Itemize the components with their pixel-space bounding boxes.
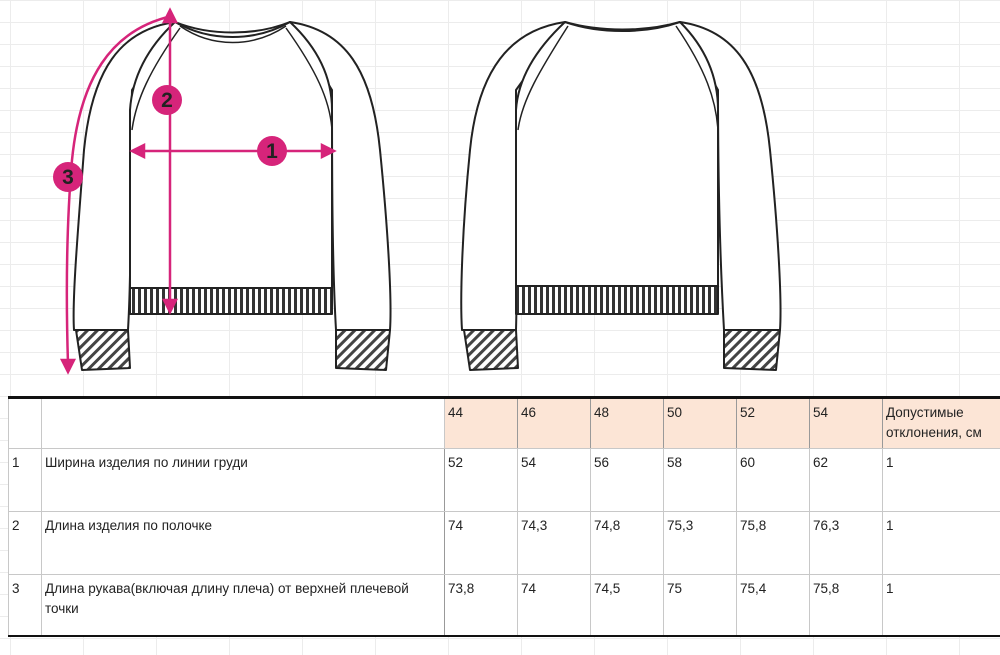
- row-value: 56: [590, 447, 664, 512]
- row-description: Длина изделия по полочке: [41, 510, 445, 575]
- badge-1-label: 1: [266, 140, 278, 163]
- row-number: 2: [8, 510, 42, 575]
- back-raglan-left: [517, 25, 569, 131]
- measure-line-3: [65, 14, 173, 365]
- row-value: 76,3: [809, 510, 883, 575]
- header-size-54: 54: [809, 396, 883, 449]
- row-value: 75,8: [809, 573, 883, 637]
- row-number: 1: [8, 447, 42, 512]
- sweatshirt-drawing: 1 2 3: [53, 7, 782, 375]
- row-value: 52: [444, 447, 518, 512]
- front-neck: [174, 21, 291, 38]
- row-value: 75,8: [736, 510, 810, 575]
- back-body: [515, 21, 719, 287]
- row-description: Ширина изделия по линии груди: [41, 447, 445, 512]
- table-header-row: 44 46 48 50 52 54 Допустимые отклонения,…: [8, 396, 1000, 449]
- sweatshirt-illustration: 1 2 3: [53, 7, 782, 375]
- header-size-50: 50: [663, 396, 737, 449]
- header-tolerance: Допустимые отклонения, см: [882, 396, 1000, 449]
- row-value: 74,3: [517, 510, 591, 575]
- arrow-head-3: [59, 358, 77, 375]
- back-raglan-right: [675, 25, 719, 131]
- back-left-cuff: [463, 329, 519, 371]
- arrow-head-1a: [129, 142, 146, 160]
- back-neck: [564, 21, 681, 32]
- table-row: 2 Длина изделия по полочке 74 74,3 74,8 …: [8, 510, 1000, 575]
- row-number: 3: [8, 573, 42, 637]
- row-value: 74,5: [590, 573, 664, 637]
- row-value: 62: [809, 447, 883, 512]
- header-size-44: 44: [444, 396, 518, 449]
- back-view: [460, 21, 782, 371]
- header-size-46: 46: [517, 396, 591, 449]
- row-value: 75,4: [736, 573, 810, 637]
- size-chart-table: 44 46 48 50 52 54 Допустимые отклонения,…: [8, 396, 1000, 637]
- header-size-52: 52: [736, 396, 810, 449]
- back-right-cuff: [723, 329, 781, 371]
- row-value: 75,3: [663, 510, 737, 575]
- row-tolerance: 1: [882, 573, 1000, 637]
- row-value: 75: [663, 573, 737, 637]
- front-neck-inner: [179, 25, 287, 44]
- badge-1: 1: [257, 136, 287, 166]
- table-row: 3 Длина рукава(включая длину плеча) от в…: [8, 573, 1000, 637]
- front-waistband: [129, 287, 333, 315]
- front-raglan-right: [285, 27, 333, 131]
- table-row: 1 Ширина изделия по линии груди 52 54 56…: [8, 447, 1000, 512]
- badge-3-label: 3: [62, 166, 74, 189]
- badge-2-label: 2: [161, 89, 173, 112]
- table-body: 44 46 48 50 52 54 Допустимые отклонения,…: [8, 396, 1000, 637]
- row-value: 74,8: [590, 510, 664, 575]
- arrow-head-2b: [161, 298, 179, 315]
- front-view: [72, 21, 392, 371]
- row-value: 74: [444, 510, 518, 575]
- back-waistband: [515, 285, 719, 315]
- row-value: 54: [517, 447, 591, 512]
- front-right-cuff: [335, 329, 391, 371]
- row-value: 60: [736, 447, 810, 512]
- measurement-lines: [59, 7, 337, 375]
- badge-3: 3: [53, 162, 83, 192]
- back-right-sleeve: [679, 21, 782, 331]
- front-left-cuff: [75, 329, 131, 371]
- header-num-cell: [8, 396, 42, 449]
- arrow-head-1b: [320, 142, 337, 160]
- row-value: 73,8: [444, 573, 518, 637]
- badge-2: 2: [152, 85, 182, 115]
- row-description: Длина рукава(включая длину плеча) от вер…: [41, 573, 445, 637]
- header-size-48: 48: [590, 396, 664, 449]
- row-tolerance: 1: [882, 447, 1000, 512]
- row-tolerance: 1: [882, 510, 1000, 575]
- front-body: [129, 21, 333, 289]
- header-desc-cell: [41, 396, 445, 449]
- row-value: 74: [517, 573, 591, 637]
- row-value: 58: [663, 447, 737, 512]
